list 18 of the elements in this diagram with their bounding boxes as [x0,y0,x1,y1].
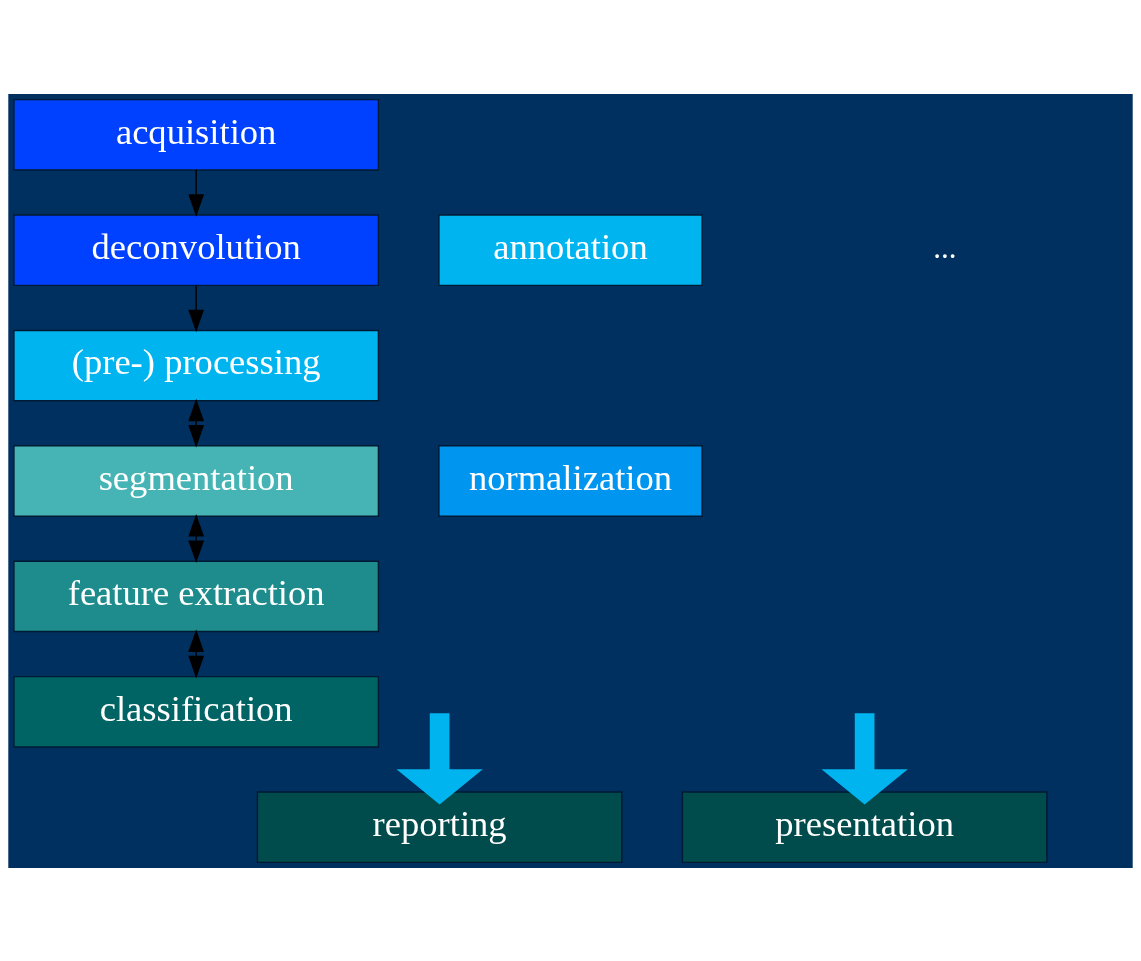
arrow [188,168,205,217]
arrow [188,513,205,563]
arrow [188,284,205,332]
node-box: normalization [438,444,703,517]
node-box: feature extraction [13,560,380,632]
arrow [188,628,205,678]
node-box: segmentation [13,444,380,517]
node-box: presentation [681,790,1048,863]
node-box: annotation [438,213,703,286]
arrow [821,712,908,804]
node-box: reporting [256,790,623,863]
node-box: deconvolution [13,213,380,286]
arrow [396,712,483,804]
arrow [188,398,205,448]
node-box: classification [13,675,380,748]
node-box: acquisition [13,98,380,171]
node-box: (pre-) processing [13,329,380,401]
label: ... [933,229,957,265]
